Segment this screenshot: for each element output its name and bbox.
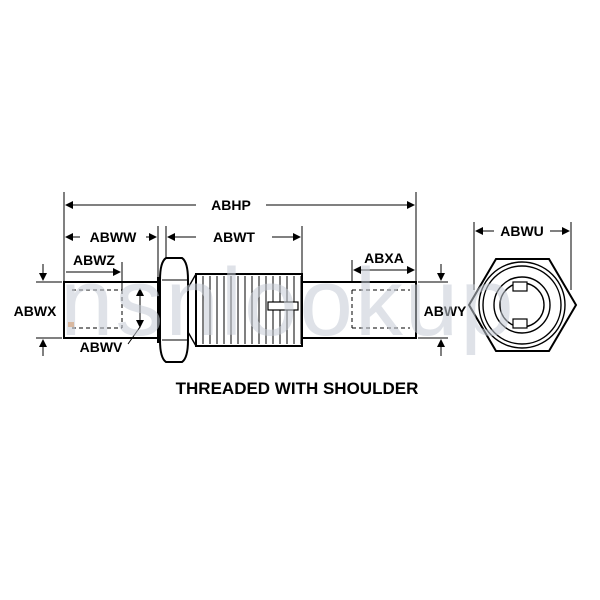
dim-abwv: ABWV [80,339,123,355]
right-shank [301,281,417,339]
watermark: nsnlookup [60,249,516,356]
diagram-caption: THREADED WITH SHOULDER [176,379,419,398]
dim-abww: ABWW [90,229,137,245]
accent-dot [68,322,74,327]
hex-nut-end [467,258,578,352]
dim-abwz: ABWZ [73,252,115,268]
dim-abxa: ABXA [364,250,404,266]
dim-abwy: ABWY [424,303,467,319]
dim-abwt: ABWT [213,229,255,245]
end-view [467,258,578,352]
side-view [63,257,417,363]
dim-abhp: ABHP [211,197,251,213]
dimensions: ABHP ABWW ABWT ABWZ ABXA ABWX ABWV [14,192,572,356]
dim-abwu: ABWU [500,223,544,239]
dim-abwx: ABWX [14,303,57,319]
hex-nut-side [159,257,189,363]
slot [267,301,299,311]
